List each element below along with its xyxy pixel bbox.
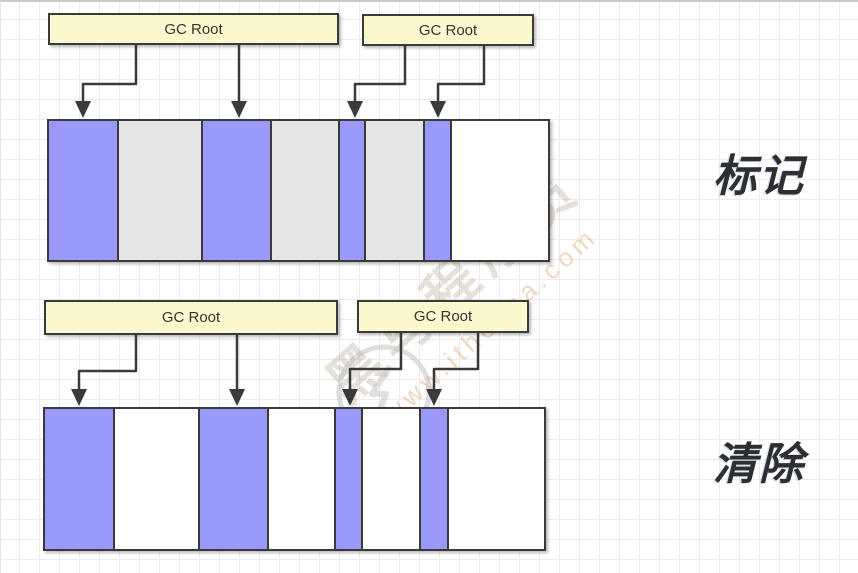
memory-segment-free	[360, 409, 419, 549]
memory-segment-live	[337, 121, 364, 260]
gc-root-box-sweep-2: GC Root	[357, 300, 529, 333]
memory-segment-live	[422, 121, 450, 260]
gc-root-label: GC Root	[418, 21, 478, 39]
gc-root-label: GC Root	[164, 20, 223, 38]
memory-segment-live	[418, 409, 447, 549]
gc-root-box-mark-1: GC Root	[48, 13, 339, 45]
memory-segment-live	[49, 121, 118, 260]
memory-segment-garbage	[363, 121, 423, 260]
memory-segment-live	[45, 409, 113, 549]
memory-segment-live	[198, 409, 267, 549]
memory-bar-mark	[47, 119, 550, 262]
gc-root-box-mark-2: GC Root	[362, 14, 534, 46]
memory-segment-garbage	[117, 121, 202, 260]
memory-segment-free	[446, 409, 544, 549]
memory-segment-live	[201, 121, 270, 260]
section-label-mark: 标记	[713, 152, 805, 201]
gc-root-label: GC Root	[413, 308, 473, 325]
gc-root-box-sweep-1: GC Root	[44, 300, 338, 335]
memory-segment-free	[112, 409, 199, 549]
memory-segment-free	[449, 121, 548, 260]
memory-bar-sweep	[43, 407, 546, 551]
memory-segment-garbage	[269, 121, 338, 260]
memory-segment-live	[334, 409, 361, 549]
gc-root-label: GC Root	[161, 309, 221, 326]
section-label-sweep: 清除	[713, 440, 805, 489]
memory-segment-free	[266, 409, 335, 549]
